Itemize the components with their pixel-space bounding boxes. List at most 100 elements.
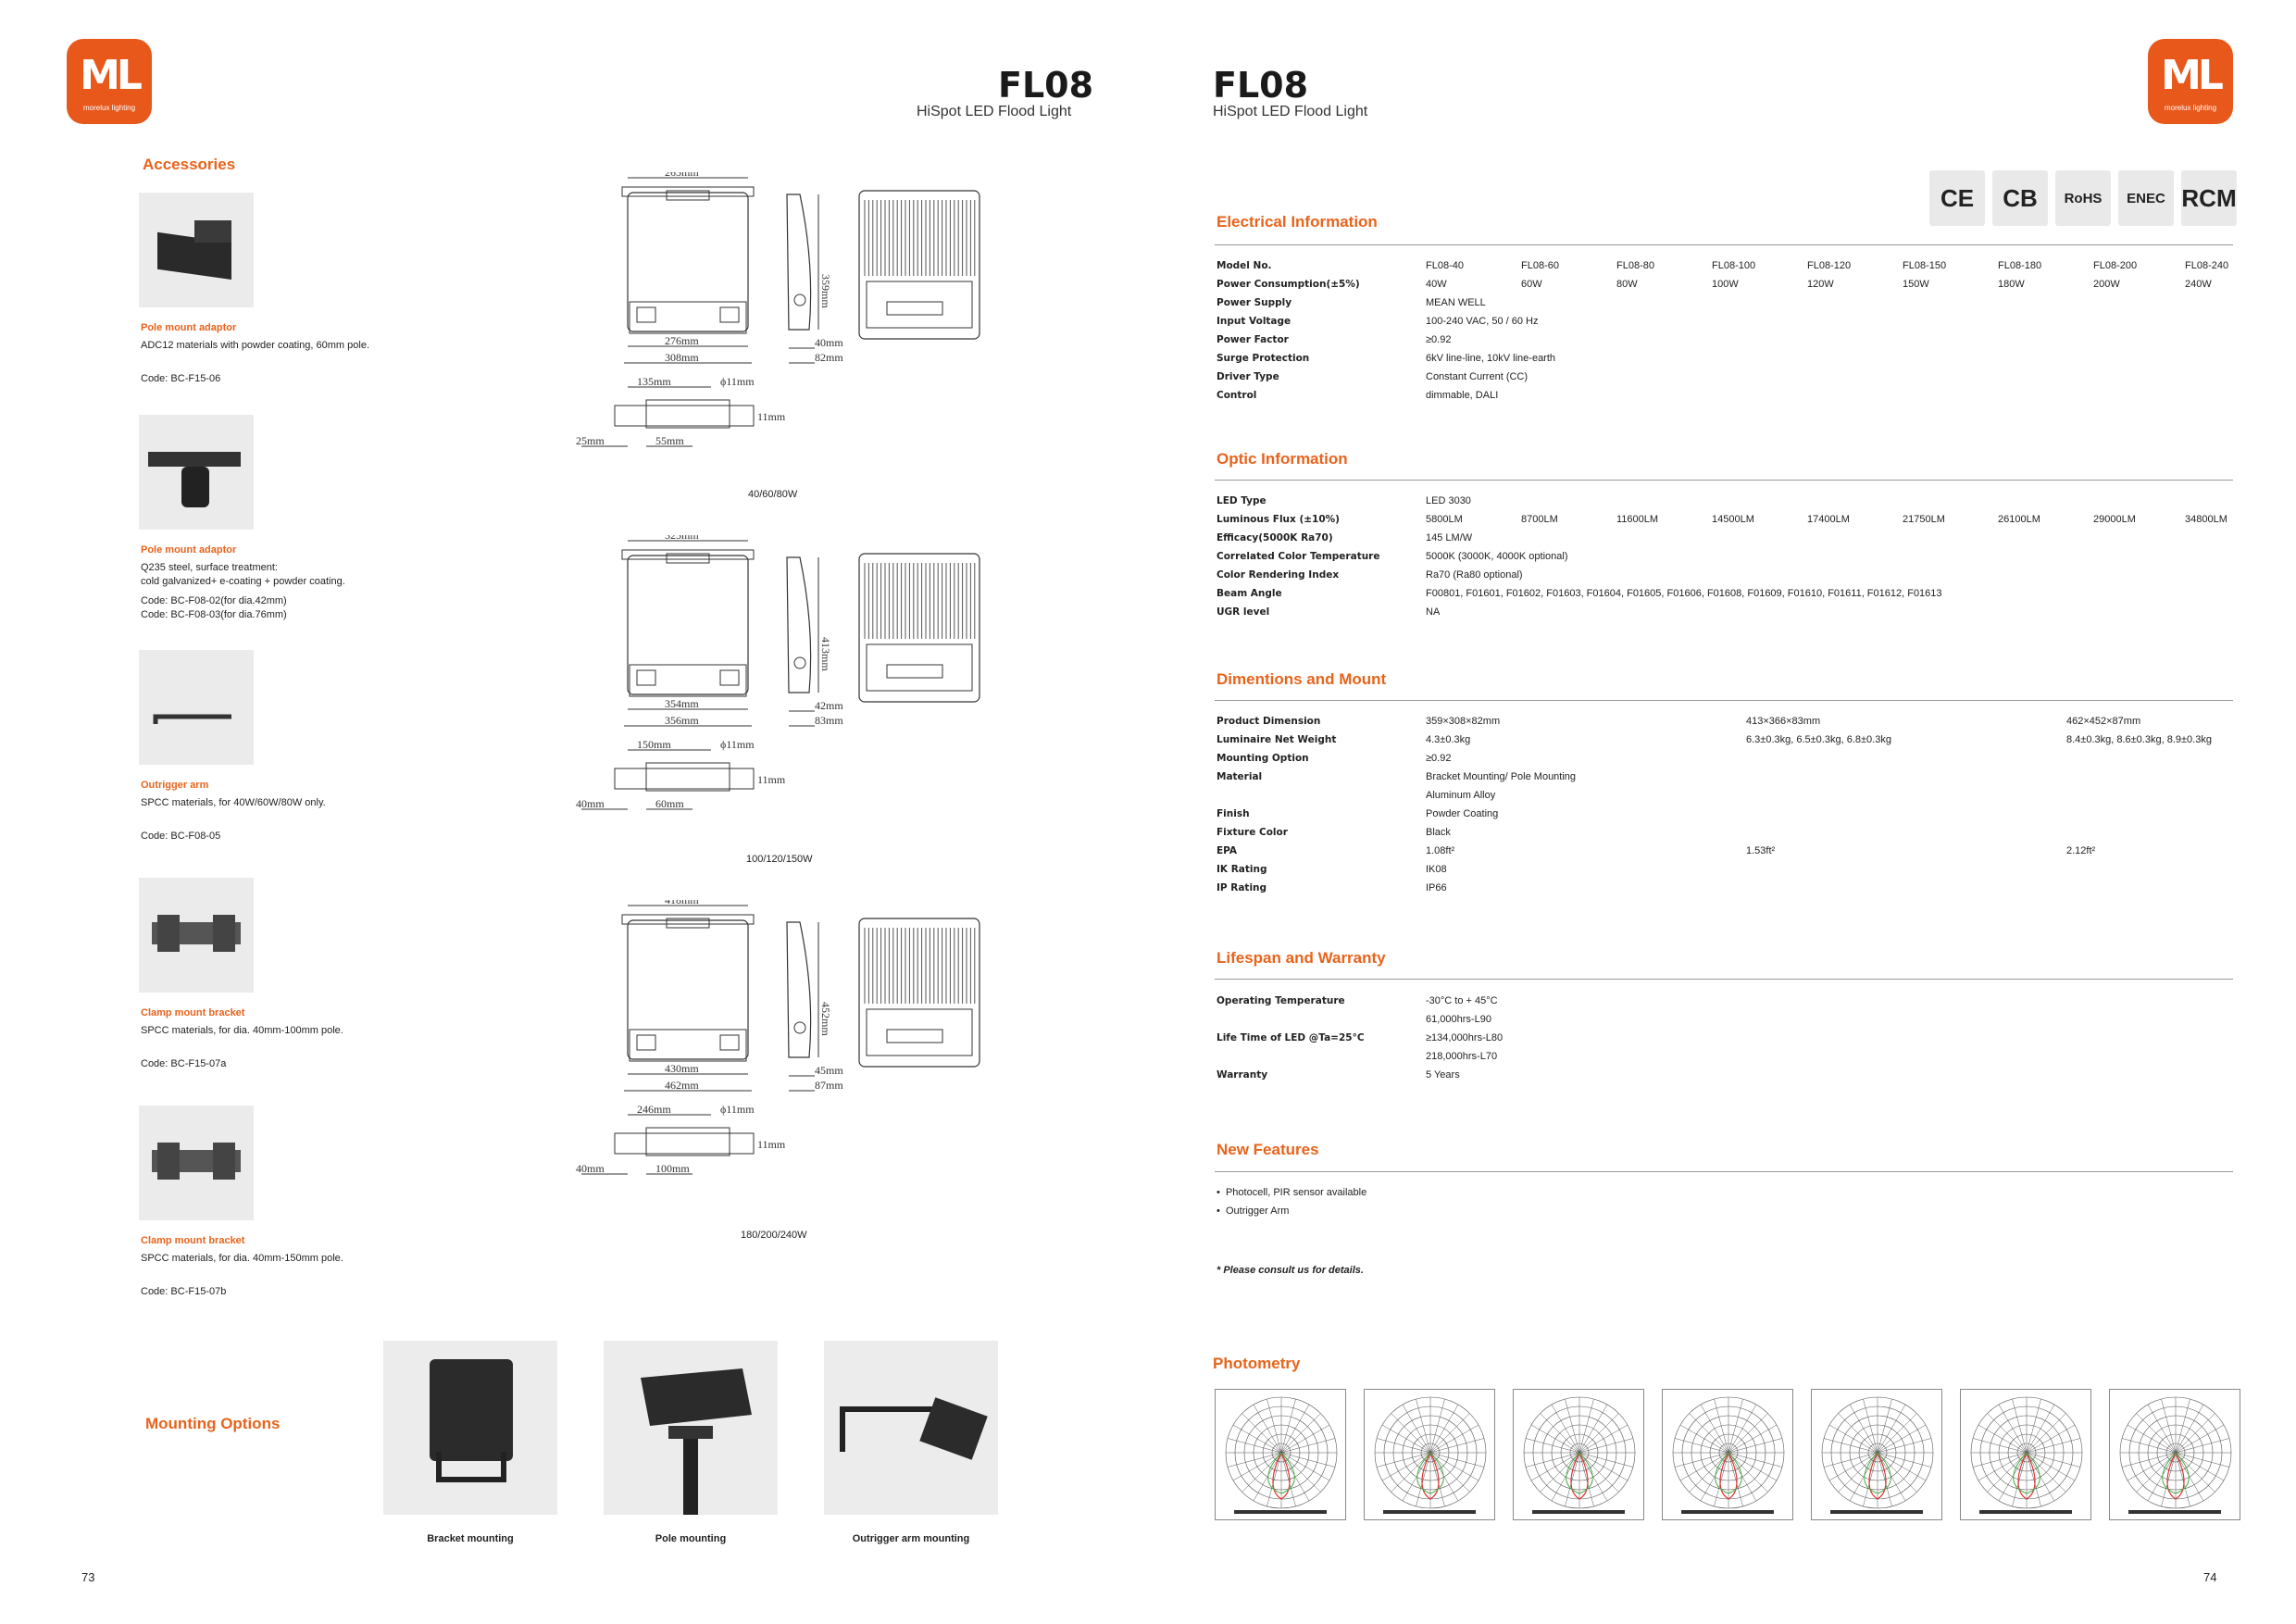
spec-value: 150W — [1903, 279, 1929, 290]
dim-width-1: 354mm — [665, 697, 699, 710]
logo-text: morelux lighting — [82, 104, 136, 112]
spec-row: Finish Powder Coating — [1217, 806, 2235, 822]
drawing-caption: 180/200/240W — [741, 1230, 807, 1241]
accessory-code: Code: BC-F08-02(for dia.42mm) Code: BC-F… — [141, 595, 287, 620]
dimensions-title: Dimentions and Mount — [1217, 670, 1387, 688]
dimensions-rule — [1215, 700, 2233, 701]
mounting-image — [604, 1341, 778, 1515]
dim-depth-1: 45mm — [815, 1064, 843, 1077]
accessory-desc: SPCC materials, for dia. 40mm-150mm pole… — [141, 1253, 343, 1264]
mounting-caption: Outrigger arm mounting — [852, 1533, 970, 1544]
spec-value: ≥0.92 — [1426, 753, 1452, 764]
brand-logo-right: ML morelux lighting — [2148, 39, 2233, 124]
spec-row: Aluminum Alloy — [1217, 787, 2235, 804]
spec-value: FL08-180 — [1998, 260, 2042, 271]
spec-value: -30°C to + 45°C — [1426, 995, 1498, 1006]
accessory-code: Code: BC-F15-07b — [141, 1286, 227, 1297]
photometry-polar-chart — [1960, 1389, 2091, 1520]
spec-value: Ra70 (Ra80 optional) — [1426, 569, 1523, 581]
spec-label: Efficacy(5000K Ra70) — [1217, 532, 1333, 543]
spec-row: Input Voltage 100-240 VAC, 50 / 60 Hz — [1217, 313, 2235, 330]
logo-mark: ML — [80, 52, 143, 99]
dim-bracket-5: 11mm — [757, 773, 786, 786]
spec-value: 180W — [1998, 279, 2025, 290]
spec-value: 240W — [2185, 279, 2212, 290]
spec-row: Power Supply MEAN WELL — [1217, 294, 2235, 311]
dim-bracket-5: 11mm — [757, 410, 786, 423]
spec-value: 6.3±0.3kg, 6.5±0.3kg, 6.8±0.3kg — [1746, 734, 1891, 745]
photometry-polar-chart — [1513, 1389, 1644, 1520]
dim-depth-2: 87mm — [815, 1079, 843, 1092]
spec-label: Surge Protection — [1217, 353, 1310, 364]
spec-value: 1.08ft² — [1426, 845, 1455, 856]
spec-label: Mounting Option — [1217, 753, 1309, 764]
spec-label: Operating Temperature — [1217, 995, 1345, 1006]
spec-value: 218,000hrs-L70 — [1426, 1051, 1498, 1062]
dim-bracket-1: 150mm — [637, 738, 671, 751]
spec-value: F00801, F01601, F01602, F01603, F01604, … — [1426, 588, 1942, 599]
photometry-polar-chart — [1662, 1389, 1793, 1520]
spec-value: 5 Years — [1426, 1069, 1460, 1081]
dim-depth-1: 40mm — [815, 336, 843, 349]
dim-height: 452mm — [819, 1002, 832, 1036]
spec-value: dimmable, DALI — [1426, 390, 1499, 401]
spec-value: 14500LM — [1712, 514, 1754, 525]
spec-label: Luminous Flux (±10%) — [1217, 514, 1340, 525]
photometry-polar-chart — [2109, 1389, 2240, 1520]
spec-value: FL08-150 — [1903, 260, 1947, 271]
mounting-image — [824, 1341, 998, 1515]
logo-text: morelux lighting — [2164, 104, 2217, 112]
spec-row: Life Time of LED @Ta=25°C ≥134,000hrs-L8… — [1217, 1030, 2235, 1046]
optic-rule — [1215, 480, 2233, 481]
spec-label: Power Factor — [1217, 334, 1289, 345]
spec-value: LED 3030 — [1426, 495, 1471, 506]
spec-row: Mounting Option ≥0.92 — [1217, 750, 2235, 767]
spec-label: Product Dimension — [1217, 716, 1321, 727]
spec-row: Driver Type Constant Current (CC) — [1217, 369, 2235, 385]
page-number-left: 73 — [81, 1570, 95, 1584]
dim-width-2: 462mm — [665, 1079, 699, 1092]
spec-value: FL08-80 — [1616, 260, 1654, 271]
consult-note: * Please consult us for details. — [1217, 1265, 1364, 1276]
dim-bracket-1: 135mm — [637, 375, 671, 388]
electrical-title: Electrical Information — [1217, 213, 1378, 231]
spec-value: ≥0.92 — [1426, 334, 1452, 345]
spec-value: 413×366×83mm — [1746, 716, 1821, 727]
spec-row: Correlated Color Temperature 5000K (3000… — [1217, 548, 2235, 565]
spec-value: Black — [1426, 827, 1451, 838]
spec-value: 26100LM — [1998, 514, 2040, 525]
spec-value: FL08-200 — [2093, 260, 2138, 271]
spec-label: IK Rating — [1217, 864, 1267, 875]
spec-row: UGR level NA — [1217, 604, 2235, 620]
spec-label: Warranty — [1217, 1069, 1268, 1081]
spec-value: 17400LM — [1807, 514, 1850, 525]
page-title-right: FL08 — [1213, 65, 1309, 106]
spec-value: 200W — [2093, 279, 2120, 290]
spec-value: IP66 — [1426, 882, 1447, 893]
drawing-caption: 100/120/150W — [746, 854, 813, 865]
spec-row: Operating Temperature -30°C to + 45°C — [1217, 993, 2235, 1009]
page-number-right: 74 — [2203, 1570, 2217, 1584]
spec-value: 34800LM — [2185, 514, 2227, 525]
spec-value: FL08-100 — [1712, 260, 1756, 271]
mounting-caption: Pole mounting — [655, 1533, 727, 1544]
spec-label: Correlated Color Temperature — [1217, 551, 1380, 562]
dim-width-2: 356mm — [665, 714, 699, 727]
accessory-code: Code: BC-F08-05 — [141, 831, 221, 842]
spec-value: 100W — [1712, 279, 1739, 290]
accessory-name: Clamp mount bracket — [141, 1007, 245, 1018]
dim-bracket-4: 55mm — [655, 434, 684, 447]
spec-value: 145 LM/W — [1426, 532, 1473, 543]
spec-value: 8.4±0.3kg, 8.6±0.3kg, 8.9±0.3kg — [2066, 734, 2212, 745]
spec-row: Color Rendering Index Ra70 (Ra80 optiona… — [1217, 567, 2235, 583]
accessory-desc: SPCC materials, for dia. 40mm-100mm pole… — [141, 1025, 343, 1036]
dim-bracket-1: 246mm — [637, 1103, 671, 1116]
accessory-name: Clamp mount bracket — [141, 1235, 245, 1246]
dim-bracket-4: 60mm — [655, 797, 684, 810]
dim-top: 325mm — [665, 535, 699, 542]
spec-row: IP Rating IP66 — [1217, 880, 2235, 896]
spec-label: Color Rendering Index — [1217, 569, 1340, 581]
spec-value: 4.3±0.3kg — [1426, 734, 1471, 745]
rohs-cert-icon: RoHS — [2055, 170, 2111, 226]
